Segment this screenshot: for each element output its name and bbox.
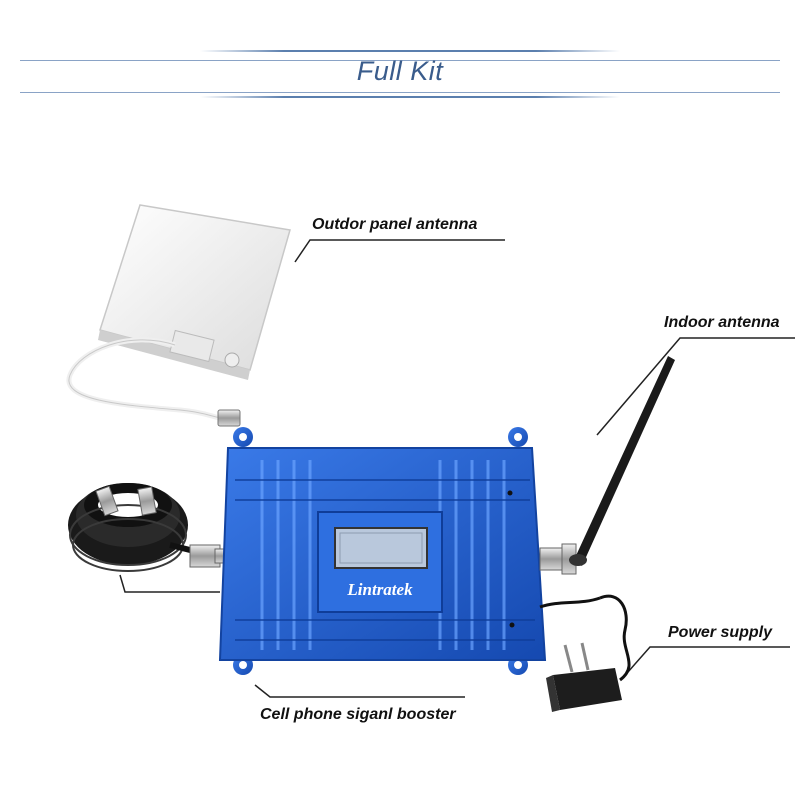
coax-cable-coil: [68, 483, 211, 572]
leader-lines: [119, 239, 795, 698]
page-title: Full Kit: [356, 56, 444, 86]
label-booster: Cell phone siganl booster: [260, 706, 456, 723]
indoor-antenna: [569, 356, 675, 566]
header-line-bottom: [200, 96, 620, 98]
label-power-supply: Power supply: [668, 624, 773, 641]
header-line-top: [200, 50, 620, 52]
label-outdoor-antenna: Outdor panel antenna: [312, 216, 478, 233]
label-indoor-antenna: Indoor antenna: [664, 314, 780, 331]
header-line-bottom-thin: [20, 92, 780, 93]
booster-brand-logo: Lintratek: [346, 580, 413, 599]
outdoor-panel-antenna: [66, 204, 291, 427]
header-line-top-thin: [20, 60, 780, 61]
booster-connector-right: [539, 543, 577, 575]
signal-booster: Lintratek: [218, 427, 547, 675]
power-supply: [539, 594, 631, 712]
